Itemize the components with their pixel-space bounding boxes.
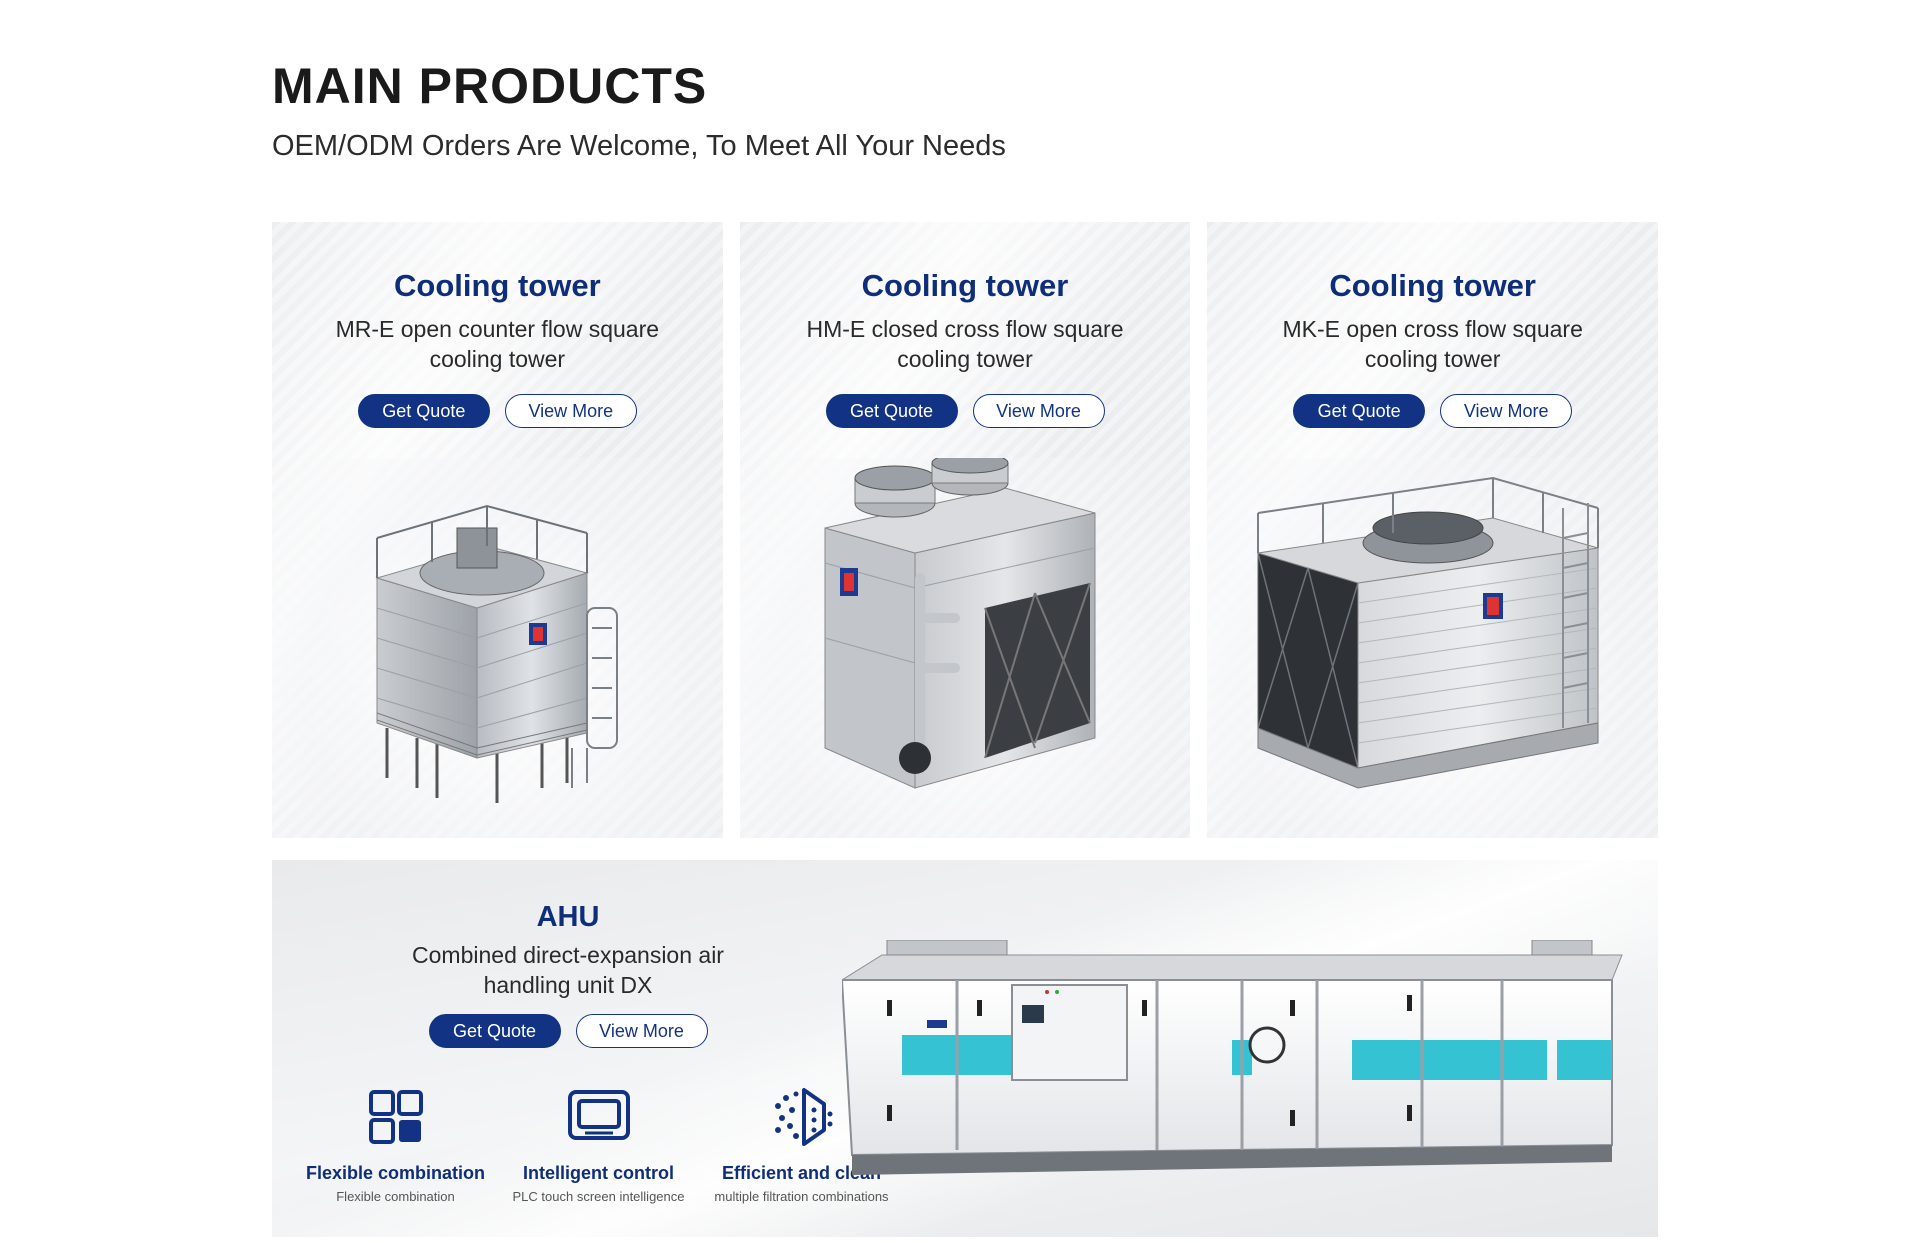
product-cards: Cooling tower MR-E open counter flow squ… [272, 222, 1659, 838]
banner-actions: Get Quote View More [392, 1014, 744, 1048]
banner-text: AHU Combined direct-expansion air handli… [392, 900, 744, 1048]
monitor-screen-icon [497, 1082, 700, 1152]
section-header: MAIN PRODUCTS OEM/ODM Orders Are Welcome… [272, 58, 1006, 164]
feature-list: Flexible combination Flexible combinatio… [294, 1082, 903, 1206]
card-actions: Get Quote View More [1207, 394, 1658, 428]
page-title: MAIN PRODUCTS [272, 58, 708, 114]
get-quote-button[interactable]: Get Quote [428, 1014, 561, 1048]
card-actions: Get Quote View More [272, 394, 723, 428]
product-card-hm-e: Cooling tower HM-E closed cross flow squ… [739, 222, 1191, 838]
banner-title: AHU [536, 901, 600, 933]
card-actions: Get Quote View More [740, 394, 1191, 428]
feature-title: Efficient and clean [721, 1163, 882, 1183]
product-image-hm-e-tower[interactable] [740, 458, 1191, 818]
product-image-mr-e-tower[interactable] [272, 458, 723, 818]
get-quote-button[interactable]: Get Quote [357, 394, 490, 428]
feature-title: Intelligent control [523, 1163, 674, 1183]
get-quote-button[interactable]: Get Quote [1293, 394, 1426, 428]
card-title: Cooling tower [394, 268, 601, 303]
feature-flexible-combination: Flexible combination Flexible combinatio… [294, 1082, 497, 1206]
card-description: MR-E open counter flow square cooling to… [335, 316, 660, 372]
card-title: Cooling tower [861, 268, 1069, 303]
feature-subtitle: Flexible combination [336, 1189, 455, 1204]
feature-subtitle: PLC touch screen intelligence [512, 1189, 685, 1204]
page-subtitle: OEM/ODM Orders Are Welcome, To Meet All … [272, 130, 1006, 162]
product-image-ahu-unit[interactable] [840, 939, 1642, 1205]
card-description: HM-E closed cross flow square cooling to… [806, 316, 1124, 372]
filter-particles-icon [700, 1082, 903, 1152]
view-more-button[interactable]: View More [1440, 394, 1573, 428]
feature-subtitle: multiple filtration combinations [714, 1189, 889, 1204]
view-more-button[interactable]: View More [575, 1014, 708, 1048]
product-image-mk-e-tower[interactable] [1207, 458, 1658, 818]
card-description: MK-E open cross flow square cooling towe… [1282, 316, 1583, 372]
get-quote-button[interactable]: Get Quote [825, 394, 958, 428]
grid-blocks-icon [294, 1082, 497, 1152]
banner-description: Combined direct-expansion air handling u… [412, 942, 724, 998]
feature-intelligent-control: Intelligent control PLC touch screen int… [497, 1082, 700, 1206]
feature-title: Flexible combination [305, 1163, 486, 1183]
view-more-button[interactable]: View More [504, 394, 637, 428]
product-card-mk-e: Cooling tower MK-E open cross flow squar… [1207, 222, 1659, 838]
feature-efficient-clean: Efficient and clean multiple filtration … [700, 1082, 903, 1206]
ahu-banner: AHU Combined direct-expansion air handli… [272, 860, 1658, 1237]
view-more-button[interactable]: View More [972, 394, 1105, 428]
product-card-mr-e: Cooling tower MR-E open counter flow squ… [272, 222, 723, 838]
card-title: Cooling tower [1329, 268, 1536, 303]
